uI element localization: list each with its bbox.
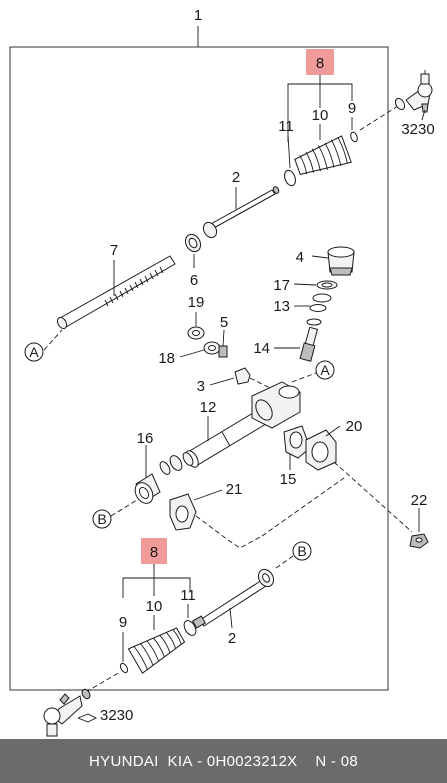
clip-9-bottom bbox=[119, 662, 129, 674]
callout-17: 17 bbox=[273, 277, 290, 294]
callout-1: 1 bbox=[194, 7, 202, 24]
callout-7: 7 bbox=[110, 242, 118, 259]
pinion-14 bbox=[299, 326, 319, 362]
callout-8-top: 8 bbox=[316, 55, 324, 72]
inner-tie-rod-bottom bbox=[191, 568, 275, 629]
callout-14: 14 bbox=[253, 340, 270, 357]
footer-brand: HYUNDAI KIA bbox=[89, 752, 193, 770]
callout-13: 13 bbox=[273, 298, 290, 315]
gear-housing-12 bbox=[185, 381, 301, 468]
callout-2-top: 2 bbox=[232, 169, 240, 186]
callout-5: 5 bbox=[220, 314, 228, 331]
callout-10-bottom: 10 bbox=[146, 598, 163, 615]
highlight-8-top bbox=[306, 49, 334, 75]
washer-13b bbox=[309, 304, 327, 312]
callout-3230-top: 3230 bbox=[401, 121, 434, 138]
rack-7 bbox=[56, 255, 176, 330]
callout-22: 22 bbox=[411, 492, 428, 509]
callout-15: 15 bbox=[280, 471, 297, 488]
tie-rod-end-top bbox=[394, 70, 433, 113]
callout-18: 18 bbox=[158, 350, 175, 367]
bolt-22 bbox=[409, 533, 429, 549]
bracket-21 bbox=[169, 493, 197, 531]
callout-16: 16 bbox=[137, 430, 154, 447]
bracket-20 bbox=[305, 429, 337, 471]
callout-3: 3 bbox=[197, 378, 205, 395]
callout-4: 4 bbox=[296, 249, 304, 266]
inner-tie-rod-top bbox=[202, 186, 280, 239]
ref-circle-b-right bbox=[292, 541, 312, 561]
washer-13a bbox=[312, 293, 332, 303]
highlight-8-bottom bbox=[141, 538, 167, 564]
ref-a-left: A bbox=[29, 344, 39, 360]
callout-20: 20 bbox=[346, 418, 363, 435]
callout-10-top: 10 bbox=[312, 107, 329, 124]
boot-bottom bbox=[127, 627, 186, 674]
rubber-mount-15 bbox=[283, 425, 311, 459]
callout-12: 12 bbox=[200, 399, 217, 416]
ref-b-left: B bbox=[97, 511, 106, 527]
bolt-5 bbox=[218, 345, 228, 358]
seal-17 bbox=[316, 280, 338, 290]
ref-circle-a-right bbox=[315, 360, 335, 380]
bracket-8-bottom bbox=[122, 577, 191, 598]
footer-part-number: 0H0023212X bbox=[206, 752, 298, 770]
footer-page: N - 08 bbox=[315, 752, 358, 770]
ref-circle-a-left bbox=[24, 342, 44, 362]
footer-bar: HYUNDAI KIA - 0H0023212X N - 08 bbox=[0, 739, 447, 783]
clamp-11-top bbox=[284, 169, 296, 187]
clamp-11-bottom bbox=[183, 620, 197, 636]
ball-joint-6 bbox=[184, 233, 202, 253]
yoke-cover-4 bbox=[327, 246, 355, 276]
tie-rod-end-bottom bbox=[43, 688, 91, 737]
ring-14 bbox=[306, 318, 322, 326]
clip-9-top bbox=[350, 131, 358, 143]
assembly-frame bbox=[9, 46, 389, 691]
callout-6: 6 bbox=[190, 272, 198, 289]
adjust-plug-18 bbox=[203, 341, 221, 355]
callout-8-bottom: 8 bbox=[150, 544, 158, 561]
bushing-3 bbox=[234, 367, 251, 385]
callout-9-bottom: 9 bbox=[119, 614, 127, 631]
ref-a-right: A bbox=[320, 362, 330, 378]
callout-9-top: 9 bbox=[348, 100, 356, 117]
callout-3230-bottom: 3230 bbox=[100, 707, 133, 724]
ref-b-right: B bbox=[297, 543, 306, 559]
callout-21: 21 bbox=[226, 481, 243, 498]
boot-top bbox=[294, 135, 352, 175]
callout-11-top: 11 bbox=[278, 118, 294, 135]
mount-bushing-16 bbox=[134, 473, 161, 504]
ref-circle-b-left bbox=[92, 509, 112, 529]
callout-19: 19 bbox=[188, 294, 205, 311]
callout-2-bottom: 2 bbox=[228, 630, 236, 647]
steering-gear-diagram: 1 8 10 9 11 3230 bbox=[9, 7, 435, 737]
callout-11-bottom: 11 bbox=[180, 587, 196, 604]
